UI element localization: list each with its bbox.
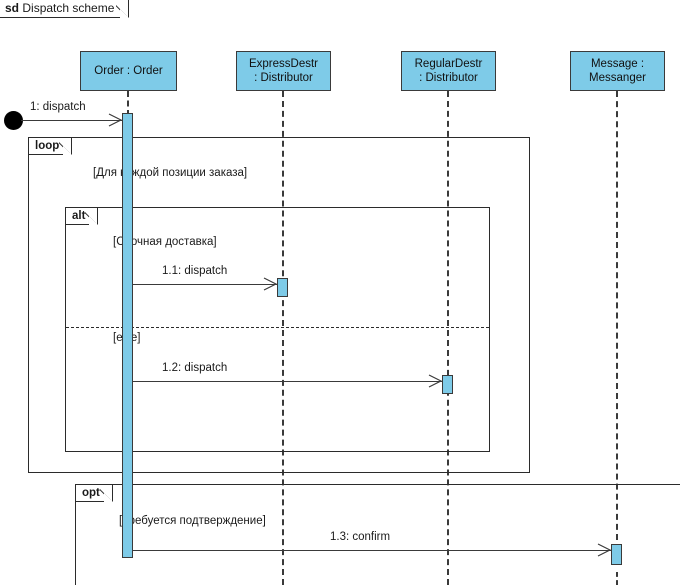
- lifeline-line-messanger-tail: [616, 572, 618, 585]
- loop-fragment[interactable]: [28, 137, 530, 473]
- lifeline-label-line1: Message :: [590, 58, 645, 70]
- opt-guard-condition: [Требуется подтверждение]: [119, 515, 266, 527]
- found-message-start-dot: [4, 111, 23, 130]
- activation-bar-express-distributor[interactable]: [277, 278, 288, 297]
- opt-fragment[interactable]: [75, 484, 680, 585]
- arrowhead-icon: [597, 543, 611, 557]
- lifeline-label-line2: Messanger: [589, 72, 646, 84]
- alt-fragment-operator-tag: alt: [66, 208, 99, 225]
- message-label-dispatch-express: 1.1: dispatch: [162, 265, 228, 277]
- message-line-dispatch-express[interactable]: [133, 284, 278, 285]
- lifeline-label-line2: : Distributor: [254, 72, 313, 84]
- tag-cut-corner: [59, 142, 72, 155]
- fragment-operator-label: opt: [82, 487, 100, 499]
- message-label-dispatch-regular: 1.2: dispatch: [162, 362, 228, 374]
- lifeline-label-line2: : Distributor: [419, 72, 478, 84]
- arrowhead-icon: [108, 113, 122, 127]
- message-label-confirm-messanger: 1.3: confirm: [330, 531, 391, 543]
- diagram-title-tag: sd Dispatch scheme: [0, 0, 130, 18]
- alt-guard-condition-1: [Срочная доставка]: [113, 236, 217, 248]
- arrowhead-icon: [263, 277, 277, 291]
- message-line-confirm-messanger[interactable]: [133, 550, 612, 551]
- fragment-operator-label: alt: [72, 210, 86, 222]
- tag-cut-corner: [100, 489, 113, 502]
- lifeline-label-line1: RegularDestr: [414, 58, 483, 70]
- lifeline-line-messanger: [616, 91, 618, 540]
- activation-bar-order[interactable]: [122, 113, 133, 558]
- lifeline-line-express-distributor: [282, 91, 284, 585]
- loop-guard-condition: [Для каждой позиции заказа]: [93, 167, 248, 179]
- message-line-dispatch-found[interactable]: [21, 120, 122, 121]
- lifeline-line-regular-distributor: [447, 91, 449, 585]
- activation-bar-messanger[interactable]: [611, 544, 622, 565]
- message-line-dispatch-regular[interactable]: [133, 381, 443, 382]
- lifeline-head-messanger[interactable]: Message : Messanger: [570, 51, 665, 91]
- opt-fragment-operator-tag: opt: [76, 485, 113, 502]
- tag-cut-corner: [85, 212, 98, 225]
- message-label-dispatch-found: 1: dispatch: [30, 101, 86, 113]
- diagram-kind-keyword: sd: [5, 1, 20, 15]
- arrowhead-icon: [428, 374, 442, 388]
- loop-fragment-operator-tag: loop: [29, 138, 73, 155]
- lifeline-label-line1: Order : Order: [94, 65, 163, 77]
- lifeline-label-line1: ExpressDestr: [248, 58, 319, 70]
- page-title: Dispatch scheme: [22, 1, 115, 15]
- lifeline-line-order: [127, 91, 129, 116]
- fragment-operator-label: loop: [35, 140, 60, 152]
- alt-fragment[interactable]: [65, 207, 490, 452]
- alt-operand-divider: [66, 327, 489, 328]
- lifeline-head-regular-distributor[interactable]: RegularDestr : Distributor: [401, 51, 496, 91]
- activation-bar-regular-distributor[interactable]: [442, 375, 453, 394]
- lifeline-head-express-distributor[interactable]: ExpressDestr : Distributor: [236, 51, 331, 91]
- lifeline-head-order[interactable]: Order : Order: [80, 51, 177, 91]
- tag-cut-corner: [116, 5, 129, 18]
